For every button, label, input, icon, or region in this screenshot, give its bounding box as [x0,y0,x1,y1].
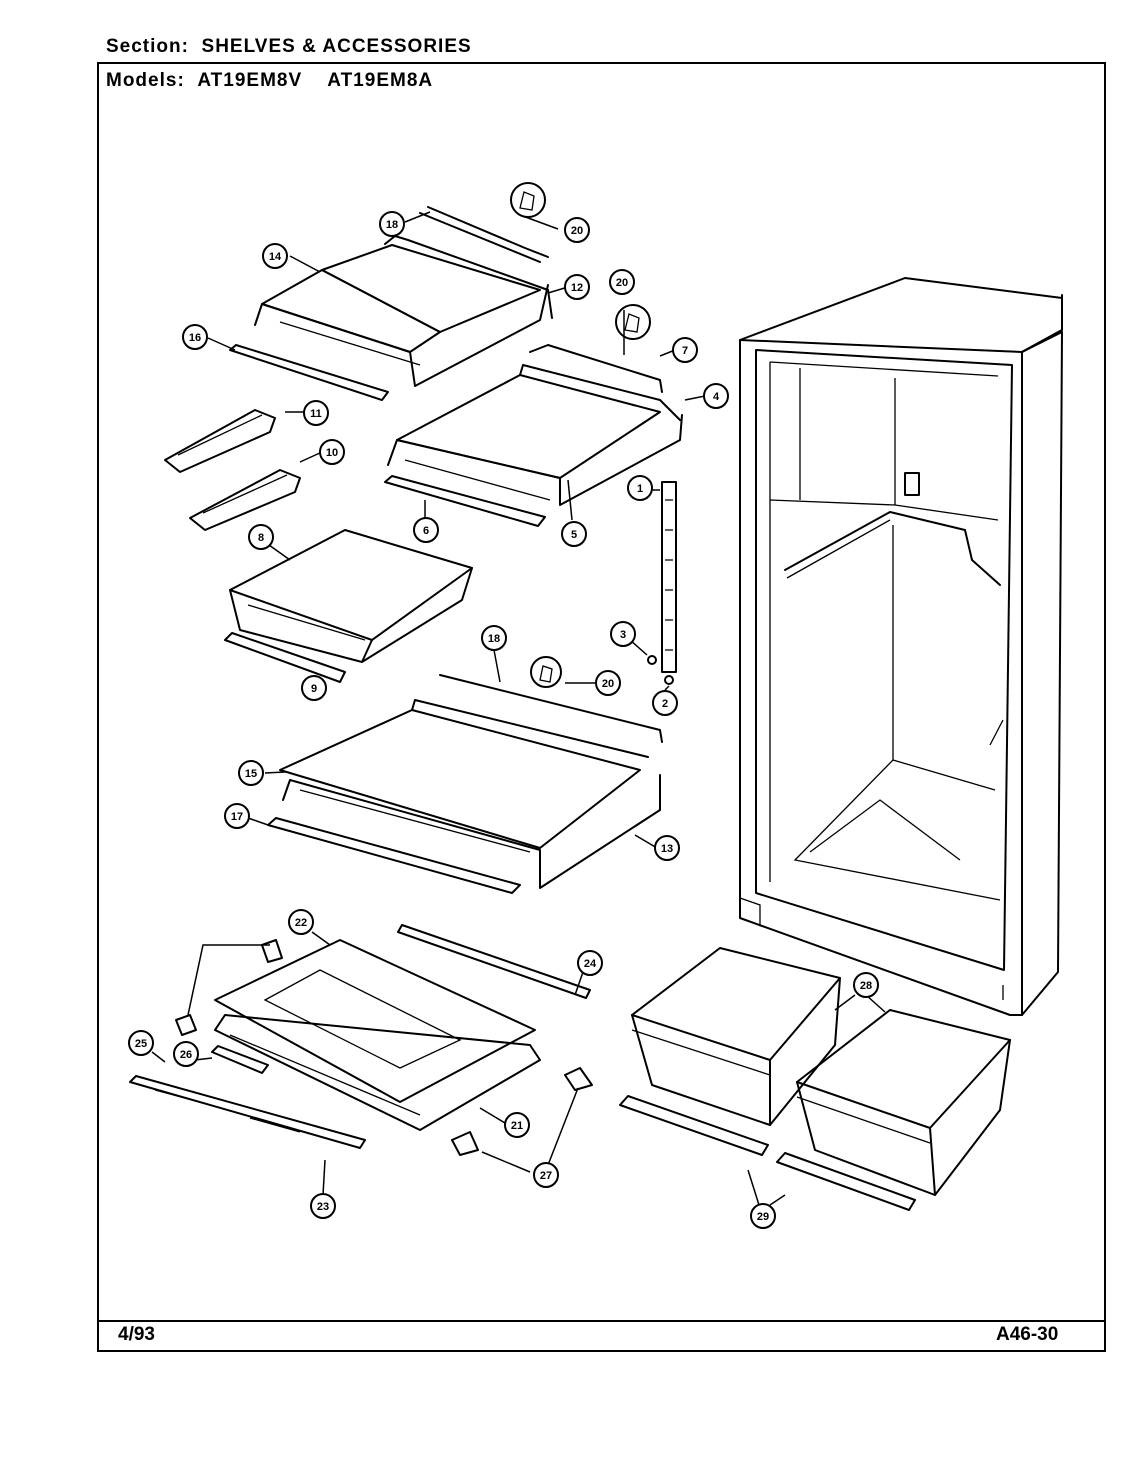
callout-7: 7 [672,337,698,363]
clip-detail-bubbles [510,182,651,688]
callout-8: 8 [248,524,274,550]
svg-text:2: 2 [662,698,668,710]
models-heading: Models: AT19EM8V AT19EM8A [106,70,433,92]
callout-3: 3 [610,621,636,647]
callout-14: 14 [262,243,288,269]
svg-text:12: 12 [571,282,583,294]
callout-18-lower: 18 [481,625,507,651]
callout-21: 21 [504,1112,530,1138]
svg-text:18: 18 [488,633,500,645]
shelf-supports [164,409,301,531]
svg-text:20: 20 [571,225,583,237]
callout-5: 5 [561,521,587,547]
callout-2: 2 [652,690,678,716]
callout-16-top: 16 [182,324,208,350]
svg-text:27: 27 [540,1170,552,1182]
svg-text:10: 10 [326,447,338,459]
svg-text:23: 23 [317,1201,329,1213]
callout-13: 13 [654,835,680,861]
callout-10: 10 [319,439,345,465]
svg-text:24: 24 [584,958,597,970]
callout-25: 25 [128,1030,154,1056]
models-label: Models: [106,70,185,91]
callout-1: 1 [627,475,653,501]
top-shelf [229,206,553,401]
callout-29: 29 [750,1203,776,1229]
callout-18: 18 [379,211,405,237]
section-value: SHELVES & ACCESSORIES [201,36,472,57]
second-shelf [384,344,683,527]
model-number-2: AT19EM8A [327,70,434,91]
leader-lines [151,211,886,1206]
callout-20-middle: 20 [609,269,635,295]
svg-text:1: 1 [637,483,643,495]
svg-text:21: 21 [511,1120,523,1132]
svg-text:8: 8 [258,532,264,544]
shelf-ladder [647,481,677,685]
svg-text:13: 13 [661,843,673,855]
meat-keeper-pan [224,529,473,683]
svg-text:7: 7 [682,345,688,357]
callout-20-top: 20 [564,217,590,243]
section-label: Section: [106,36,189,57]
callout-27: 27 [533,1162,559,1188]
svg-text:17: 17 [231,811,243,823]
svg-text:29: 29 [757,1211,769,1223]
footer-date: 4/93 [118,1324,155,1345]
crisper-cover-assembly [129,924,593,1156]
callout-22: 22 [288,909,314,935]
refrigerator-cabinet [739,277,1063,1016]
large-shelf [267,674,663,894]
callout-24: 24 [577,950,603,976]
svg-text:11: 11 [310,408,322,420]
callout-12: 12 [564,274,590,300]
callout-23: 23 [310,1193,336,1219]
svg-text:22: 22 [295,917,307,929]
svg-text:5: 5 [571,529,577,541]
callout-26: 26 [173,1041,199,1067]
svg-text:16: 16 [189,332,201,344]
crisper-pans [619,947,1011,1211]
callout-15: 15 [238,760,264,786]
svg-text:15: 15 [245,768,257,780]
svg-text:3: 3 [620,629,626,641]
section-heading: Section: SHELVES & ACCESSORIES [106,36,472,58]
svg-text:20: 20 [602,678,614,690]
callout-11: 11 [303,400,329,426]
svg-text:6: 6 [423,525,429,537]
diagram-frame [97,62,1106,1352]
svg-text:20: 20 [616,277,628,289]
callout-6: 6 [413,517,439,543]
svg-text:14: 14 [269,251,282,263]
svg-text:26: 26 [180,1049,192,1061]
callout-17: 17 [224,803,250,829]
callout-28: 28 [853,972,879,998]
svg-text:9: 9 [311,683,317,695]
svg-text:18: 18 [386,219,398,231]
svg-text:28: 28 [860,980,872,992]
footer-divider [97,1320,1106,1322]
model-number-1: AT19EM8V [197,70,303,91]
svg-text:4: 4 [713,391,720,403]
callout-9: 9 [301,675,327,701]
svg-text:25: 25 [135,1038,147,1050]
callout-4: 4 [703,383,729,409]
footer-code: A46-30 [996,1324,1059,1345]
callout-20-lower: 20 [595,670,621,696]
